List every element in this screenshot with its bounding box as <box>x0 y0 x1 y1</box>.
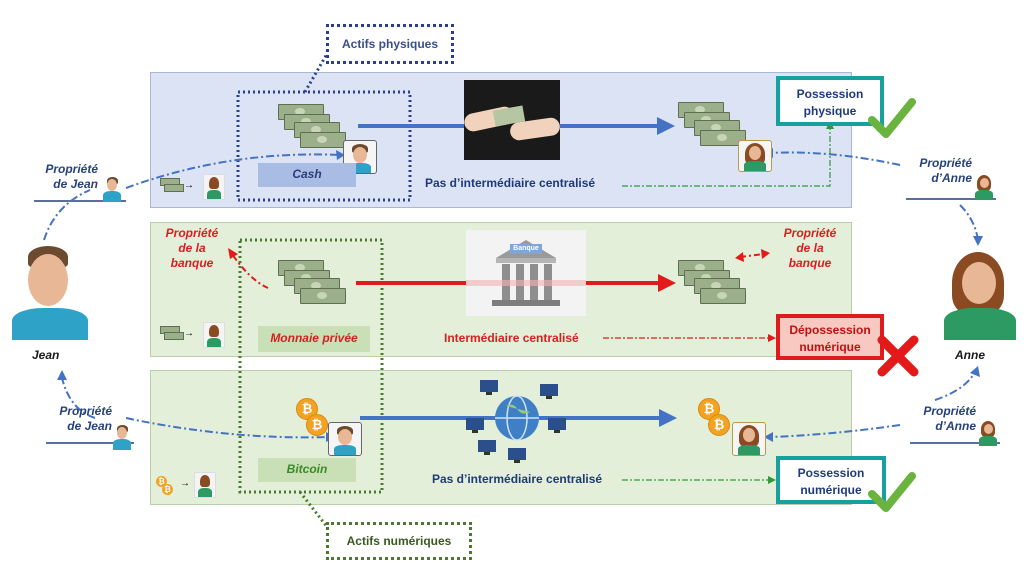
jean-portrait <box>8 244 92 340</box>
possession-digital-line2: numérique <box>800 483 862 497</box>
digital-assets-label: Actifs numériques <box>346 534 452 548</box>
owner-anne-top-line2: d’Anne <box>931 171 972 185</box>
row3-intermediary-label: Pas d’intermédiaire centralisé <box>432 472 603 486</box>
bank-owner-left-line3: banque <box>170 256 214 270</box>
bank-ownership-right: Propriété de la banque <box>774 226 846 271</box>
check-icon-row3 <box>868 472 916 512</box>
anne-portrait <box>940 250 1020 340</box>
owner-jean-top-line1: Propriété <box>45 162 98 176</box>
jean-mini-avatar-top <box>100 176 124 202</box>
possession-physical-line1: Possession <box>796 87 864 101</box>
bank-owner-left-line2: de la <box>178 241 206 255</box>
anne-mini-avatar-bottom <box>976 420 1000 446</box>
anne-avatar-cash <box>738 140 772 172</box>
possession-physical-box: Possession physique <box>776 76 884 126</box>
cross-icon-row2 <box>877 335 919 377</box>
check-icon-row1 <box>868 98 916 138</box>
anne-mini-avatar-top <box>972 174 996 200</box>
dispossession-box: Dépossession numérique <box>776 314 884 360</box>
owner-underline <box>46 442 134 444</box>
digital-assets-group <box>238 238 384 494</box>
arrow-head-row1 <box>657 117 675 135</box>
owner-anne-bottom: Propriété d’Anne <box>912 404 976 434</box>
cash-stack-left <box>278 104 358 148</box>
physical-assets-tag: Actifs physiques <box>326 24 454 64</box>
anne-name: Anne <box>955 348 985 362</box>
jean-avatar-bitcoin <box>328 422 362 456</box>
bank-owner-right-line3: banque <box>788 256 832 270</box>
bank-sign: Banque <box>513 245 539 252</box>
owner-underline <box>906 198 996 200</box>
arrow-head-row3 <box>659 409 677 427</box>
cash-exchange-photo <box>464 80 560 160</box>
physical-assets-group <box>236 90 412 202</box>
cash-stack-right <box>678 102 758 146</box>
private-money-label: Monnaie privée <box>270 331 358 345</box>
anne-avatar-bitcoin <box>732 422 766 456</box>
owner-anne-top-line1: Propriété <box>919 156 972 170</box>
cash-label-box: Cash <box>258 163 356 187</box>
private-money-label-box: Monnaie privée <box>258 326 370 352</box>
bank-owner-left-line1: Propriété <box>165 226 219 240</box>
owner-jean-top-line2: de Jean <box>53 177 98 191</box>
bitcoin-label-box: Bitcoin <box>258 458 356 482</box>
digital-assets-tag: Actifs numériques <box>326 522 472 560</box>
cash-stack-bank-left <box>278 260 358 308</box>
bank-owner-right-line2: de la <box>796 241 824 255</box>
arrow-head-row2 <box>658 274 676 292</box>
jean-name: Jean <box>32 348 60 362</box>
row1-intermediary-label: Pas d’intermédiaire centralisé <box>425 176 596 190</box>
bank-owner-right-line1: Propriété <box>783 226 837 240</box>
owner-jean-top: Propriété de Jean <box>30 162 98 192</box>
dispossession-line1: Dépossession <box>789 323 871 337</box>
owner-jean-bottom: Propriété de Jean <box>44 404 112 434</box>
owner-jean-bottom-line2: de Jean <box>67 419 112 433</box>
owner-anne-bottom-line1: Propriété <box>923 404 976 418</box>
physical-assets-label: Actifs physiques <box>341 37 439 51</box>
owner-underline <box>34 200 126 202</box>
bank-building-icon: Banque <box>466 230 586 316</box>
globe-network-icon <box>462 376 572 466</box>
possession-physical-line2: physique <box>803 104 857 118</box>
owner-anne-top: Propriété d’Anne <box>906 156 972 186</box>
cash-label: Cash <box>292 167 322 181</box>
possession-digital-box: Possession numérique <box>776 456 886 504</box>
jean-mini-avatar-bottom <box>110 424 134 450</box>
owner-underline <box>910 442 1000 444</box>
row2-intermediary-label: Intermédiaire centralisé <box>444 331 579 345</box>
possession-digital-line1: Possession <box>797 466 865 480</box>
bitcoin-label: Bitcoin <box>286 462 328 476</box>
bank-ownership-left: Propriété de la banque <box>156 226 228 271</box>
dispossession-line2: numérique <box>799 340 861 354</box>
owner-jean-bottom-line1: Propriété <box>59 404 112 418</box>
cash-stack-bank-right <box>678 260 758 308</box>
owner-anne-bottom-line2: d’Anne <box>935 419 976 433</box>
